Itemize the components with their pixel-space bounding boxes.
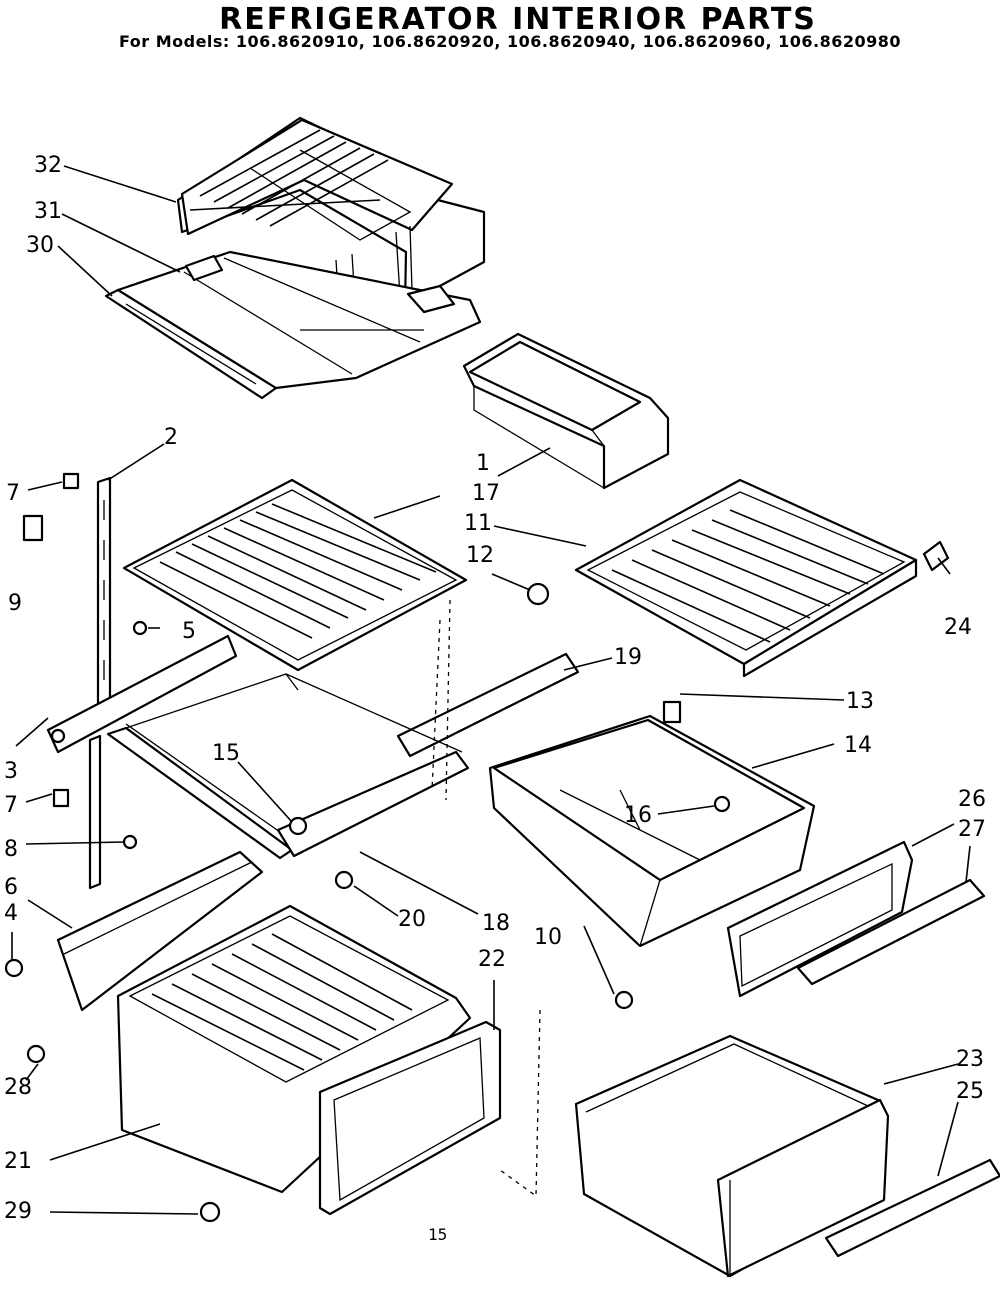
part-11-shelf xyxy=(574,478,918,678)
small-parts xyxy=(4,472,950,1223)
callout-28: 28 xyxy=(4,1075,32,1100)
part-18-shelf-frame xyxy=(46,599,580,860)
callout-9: 9 xyxy=(8,591,22,616)
part-30-31-slide-frame xyxy=(104,250,482,400)
callout-15: 15 xyxy=(212,741,240,766)
callout-6: 6 xyxy=(4,875,18,900)
callout-29: 29 xyxy=(4,1199,32,1224)
leader-lines xyxy=(11,165,971,1215)
callout-22: 22 xyxy=(478,947,506,972)
callout-20: 20 xyxy=(398,907,426,932)
callout-18: 18 xyxy=(482,911,510,936)
part-26-crisper-front xyxy=(726,840,914,998)
callout-14: 14 xyxy=(844,733,872,758)
part-25-trim xyxy=(824,1158,1000,1258)
callout-7-bottom: 7 xyxy=(4,793,18,818)
part-23-bottom-bin xyxy=(574,1034,890,1278)
callout-25: 25 xyxy=(956,1079,984,1104)
callout-4: 4 xyxy=(4,901,18,926)
page-title: REFRIGERATOR INTERIOR PARTS xyxy=(219,2,817,37)
callout-16: 16 xyxy=(624,803,652,828)
callout-2: 2 xyxy=(164,425,178,450)
callout-5: 5 xyxy=(182,619,196,644)
part-17-glass-shelf xyxy=(122,478,468,672)
part-1-bin xyxy=(462,332,670,490)
callout-1: 1 xyxy=(476,451,490,476)
callout-27: 27 xyxy=(958,817,986,842)
callout-24: 24 xyxy=(944,615,972,640)
part-2-rail xyxy=(88,476,112,890)
callout-26: 26 xyxy=(958,787,986,812)
model-list: For Models: 106.8620910, 106.8620920, 10… xyxy=(118,32,902,51)
callout-8: 8 xyxy=(4,837,18,862)
callout-17: 17 xyxy=(472,481,500,506)
callout-3: 3 xyxy=(4,759,18,784)
callout-19: 19 xyxy=(614,645,642,670)
part-6-trim xyxy=(56,850,264,1012)
part-21-lower-drawer xyxy=(116,904,472,1194)
page-number: 15 xyxy=(428,1225,447,1244)
callout-labels: 32 31 30 1 2 7 9 5 3 7 8 6 4 10 11 12 13… xyxy=(4,153,986,1244)
part-22-drawer-front xyxy=(318,1020,502,1216)
callout-12: 12 xyxy=(466,543,494,568)
callout-10: 10 xyxy=(534,925,562,950)
part-14-crisper xyxy=(488,714,816,948)
callout-21: 21 xyxy=(4,1149,32,1174)
callout-23: 23 xyxy=(956,1047,984,1072)
callout-31: 31 xyxy=(34,199,62,224)
callout-32: 32 xyxy=(34,153,62,178)
callout-7-top: 7 xyxy=(6,481,20,506)
callout-11: 11 xyxy=(464,511,492,536)
part-27-trim xyxy=(796,878,986,986)
callout-30: 30 xyxy=(26,233,54,258)
callout-13: 13 xyxy=(846,689,874,714)
